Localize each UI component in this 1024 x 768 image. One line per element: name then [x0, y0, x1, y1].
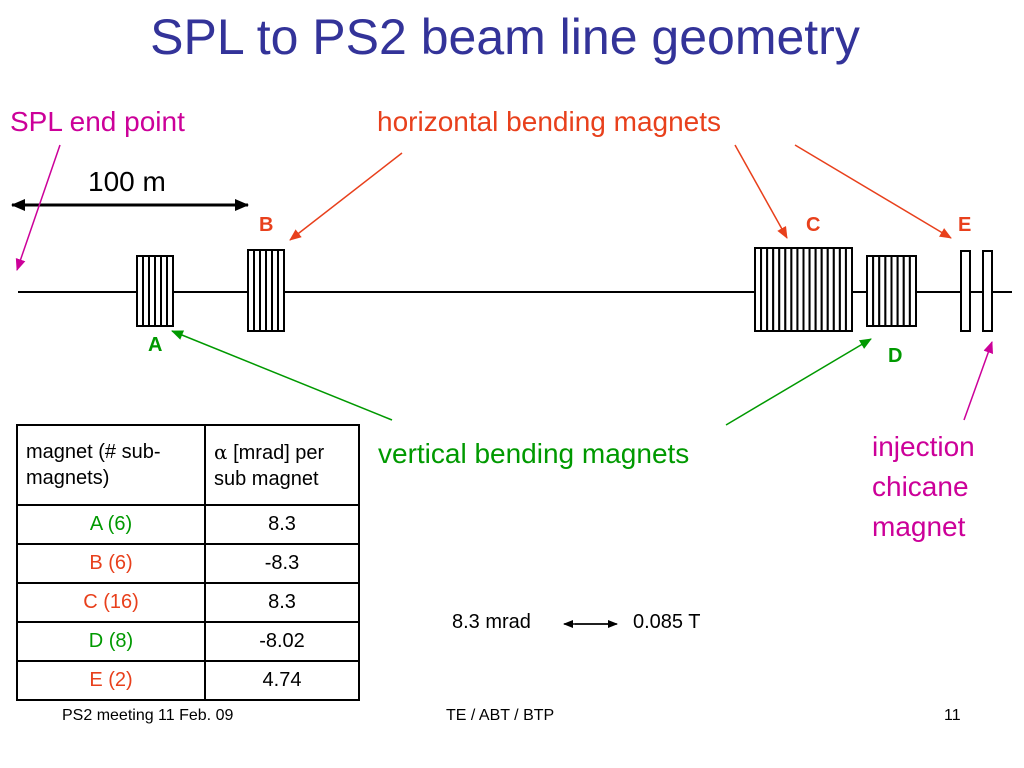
row-name: E (2) [16, 660, 206, 701]
footer-left: PS2 meeting 11 Feb. 09 [62, 707, 234, 724]
row-name: C (16) [16, 582, 206, 623]
footer-right: 11 [944, 707, 961, 724]
horizontal-bending-label: horizontal bending magnets [377, 106, 722, 137]
row-value: 4.74 [204, 660, 360, 701]
table-header-row: magnet (# sub-magnets) α [mrad] per sub … [16, 424, 360, 506]
row-value: -8.02 [204, 621, 360, 662]
pointer-to-d [725, 338, 872, 426]
footer-center: TE / ABT / BTP [446, 707, 555, 724]
magnet-c [754, 247, 853, 332]
table-row: E (2) 4.74 [16, 660, 360, 701]
magnet-table: magnet (# sub-magnets) α [mrad] per sub … [16, 424, 360, 701]
row-name: D (8) [16, 621, 206, 662]
conversion-right: 0.085 T [633, 611, 701, 633]
magnet-b-label: B [259, 214, 274, 236]
conversion-left: 8.3 mrad [452, 611, 531, 633]
injection-line-1: injection [872, 431, 975, 462]
header-alpha: α [mrad] per sub magnet [204, 424, 360, 506]
table-row: B (6) -8.3 [16, 543, 360, 584]
header-magnet: magnet (# sub-magnets) [16, 424, 206, 506]
row-value: 8.3 [204, 504, 360, 545]
row-name: B (6) [16, 543, 206, 584]
pointer-to-e [794, 144, 952, 239]
magnet-d [866, 255, 917, 327]
row-value: 8.3 [204, 582, 360, 623]
injection-chicane-label: injection chicane magnet [872, 427, 975, 547]
magnet-d-label: D [888, 345, 903, 367]
table-row: A (6) 8.3 [16, 504, 360, 545]
spl-end-pointer [15, 144, 61, 271]
pointer-to-b [289, 152, 403, 241]
vertical-bending-label: vertical bending magnets [378, 438, 690, 469]
row-name: A (6) [16, 504, 206, 545]
scale-label: 100 m [88, 166, 166, 197]
pointer-to-c [734, 144, 788, 239]
sub-magnet [844, 247, 853, 332]
sub-magnet [166, 255, 174, 327]
injection-line-2: chicane [872, 471, 969, 502]
magnet-e-label: E [958, 214, 972, 236]
table-row: C (16) 8.3 [16, 582, 360, 623]
injection-line-3: magnet [872, 511, 966, 542]
sub-magnet [908, 255, 917, 327]
magnet-a-label: A [148, 334, 163, 356]
alpha-symbol: α [214, 439, 228, 464]
injection-pointer [963, 341, 993, 421]
magnet-c-label: C [806, 214, 821, 236]
magnet-b [247, 249, 285, 332]
slide-title: SPL to PS2 beam line geometry [150, 9, 860, 65]
table-row: D (8) -8.02 [16, 621, 360, 662]
sub-magnet [277, 249, 285, 332]
spl-end-point-label: SPL end point [10, 106, 185, 137]
pointer-to-a [171, 330, 393, 421]
header-alpha-text: [mrad] per sub magnet [214, 441, 325, 490]
row-value: -8.3 [204, 543, 360, 584]
magnet-e [960, 250, 993, 332]
magnet-a [136, 255, 174, 327]
